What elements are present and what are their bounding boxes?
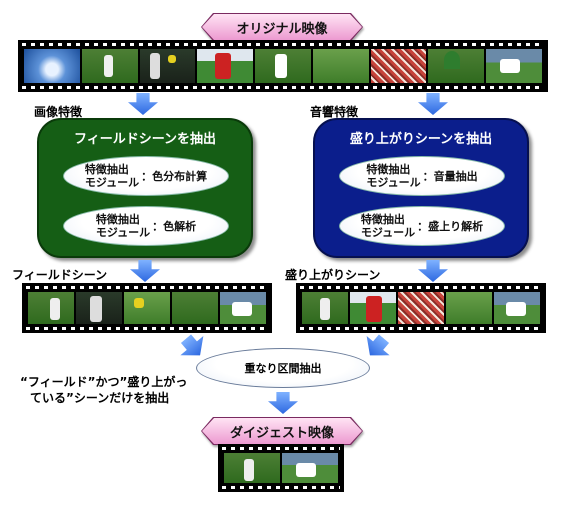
extraction-note: “フィールド”かつ”盛り上がっ ている”シーンだけを抽出 — [20, 374, 187, 406]
arrow-down-icon — [418, 93, 448, 115]
film-frame — [486, 49, 543, 83]
module-desc: ：音量抽出 — [422, 169, 478, 183]
overlap-extraction-label: 重なり区間抽出 — [244, 362, 322, 375]
film-frame — [224, 453, 280, 483]
film-frame — [312, 49, 369, 83]
film-frame — [302, 292, 348, 324]
digest-film-strip — [218, 444, 344, 492]
film-frame — [24, 49, 80, 83]
film-frame — [81, 49, 138, 83]
excitement-scene-extraction-title: 盛り上がりシーンを抽出 — [349, 132, 493, 147]
module-line2: モジュール — [360, 226, 416, 239]
film-frame — [139, 49, 196, 83]
module-line1: 特徴抽出 — [366, 163, 411, 176]
module-color-distribution: 特徴抽出 モジュール ：色分布計算 — [63, 156, 229, 196]
film-frame — [370, 49, 427, 83]
module-excitement-analysis: 特徴抽出 モジュール ：盛上り解析 — [339, 206, 505, 246]
excitement-scene-label: 盛り上がりシーン — [285, 268, 381, 282]
extraction-note-line2: ている”シーンだけを抽出 — [30, 391, 170, 405]
film-frame — [494, 292, 540, 324]
field-scene-label: フィールドシーン — [12, 268, 108, 282]
digest-video-label: ダイジェスト映像 — [229, 425, 334, 441]
module-line1: 特徴抽出 — [84, 163, 129, 176]
film-frame — [28, 292, 74, 324]
module-line2: モジュール — [95, 226, 151, 239]
excitement-scene-film-strip — [296, 283, 546, 333]
module-desc: ：色分布計算 — [141, 169, 208, 183]
field-scene-extraction-box: フィールドシーンを抽出 特徴抽出 モジュール ：色分布計算 特徴抽出 モジュール… — [37, 118, 253, 258]
original-video-banner: オリジナル映像 — [202, 14, 362, 40]
film-frame — [124, 292, 170, 324]
module-volume-extraction: 特徴抽出 モジュール ：音量抽出 — [339, 156, 505, 196]
field-scene-film-strip — [22, 283, 272, 333]
module-line2: モジュール — [366, 176, 421, 189]
overlap-extraction-node: 重なり区間抽出 — [196, 348, 370, 388]
module-desc: ：色解析 — [152, 219, 197, 233]
extraction-note-line1: “フィールド”かつ”盛り上がっ — [20, 375, 188, 389]
film-frame — [76, 292, 122, 324]
arrow-diagonal-icon — [358, 329, 395, 365]
image-feature-label: 画像特徴 — [34, 105, 83, 119]
film-frame — [446, 292, 492, 324]
arrow-down-icon — [128, 93, 158, 115]
film-frame — [197, 49, 254, 83]
original-film-strip — [18, 40, 548, 92]
film-frame — [398, 292, 444, 324]
film-frame — [255, 49, 311, 83]
film-frame — [282, 453, 338, 483]
film-frame — [350, 292, 396, 324]
field-scene-extraction-title: フィールドシーンを抽出 — [73, 132, 217, 147]
excitement-scene-extraction-box: 盛り上がりシーンを抽出 特徴抽出 モジュール ：音量抽出 特徴抽出 モジュール … — [313, 118, 529, 258]
arrow-down-icon — [268, 392, 298, 414]
film-frame — [172, 292, 218, 324]
module-desc: ：盛上り解析 — [417, 219, 484, 233]
module-color-analysis: 特徴抽出 モジュール ：色解析 — [63, 206, 229, 246]
audio-feature-label: 音響特徴 — [310, 105, 359, 119]
original-video-label: オリジナル映像 — [236, 21, 328, 37]
module-line1: 特徴抽出 — [95, 213, 140, 226]
film-frame — [428, 49, 485, 83]
module-line2: モジュール — [84, 176, 140, 189]
arrow-down-icon — [130, 260, 160, 282]
arrow-down-icon — [418, 260, 448, 282]
digest-video-banner: ダイジェスト映像 — [202, 418, 362, 444]
film-frame — [220, 292, 266, 324]
module-line1: 特徴抽出 — [360, 213, 405, 226]
